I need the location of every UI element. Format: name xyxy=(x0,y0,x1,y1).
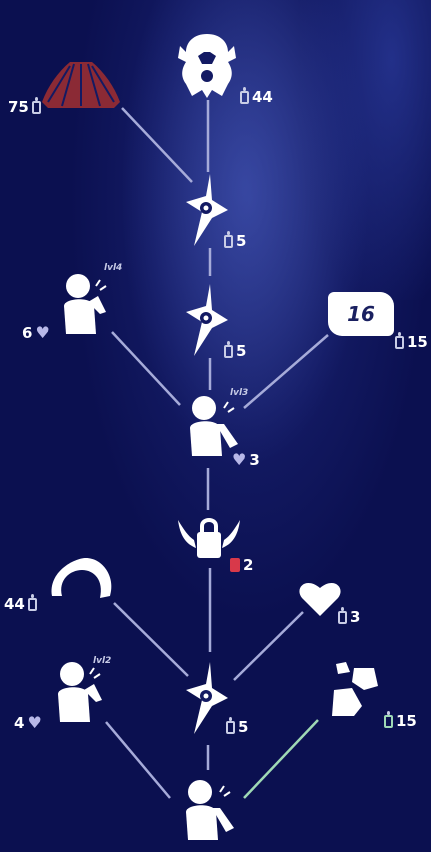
star-2-cost: 5 xyxy=(224,340,246,360)
candle-icon xyxy=(338,606,347,624)
link-emote2-emote xyxy=(105,721,171,799)
prop-rock-cost: 15 xyxy=(384,710,417,730)
star-1-cost: 5 xyxy=(224,230,246,250)
emote-icon[interactable] xyxy=(58,272,110,340)
candle-icon xyxy=(226,716,235,734)
lock-cost: 2 xyxy=(230,556,253,574)
cape-icon[interactable] xyxy=(40,58,122,114)
link-hair-star3 xyxy=(113,602,189,677)
season-candle-icon xyxy=(384,710,393,728)
music-sheet-label: 16 xyxy=(328,292,394,336)
link-heart-star3 xyxy=(233,611,304,681)
link-emote4-emote3 xyxy=(111,331,181,406)
link-cape-star1 xyxy=(121,107,193,183)
emote-lvl3-cost: ♥3 xyxy=(232,450,260,469)
emote-icon[interactable] xyxy=(188,394,240,462)
candle-icon xyxy=(240,86,249,104)
wing-buff-icon[interactable] xyxy=(182,282,232,362)
heart-icon: ♥ xyxy=(27,713,42,732)
candle-icon xyxy=(395,331,404,349)
link-sheet-emote3 xyxy=(243,334,329,409)
winged-lock-icon[interactable] xyxy=(174,512,244,566)
music-sheet-cost: 15 xyxy=(395,331,428,351)
heart-gift-cost: 3 xyxy=(338,606,360,626)
cape-cost: 75 xyxy=(8,96,41,116)
wing-buff-icon[interactable] xyxy=(182,172,232,252)
candle-icon xyxy=(31,96,41,114)
hair-cost: 44 xyxy=(4,593,37,613)
hair-top-cost: 44 xyxy=(240,86,273,106)
emote-icon[interactable] xyxy=(184,778,236,846)
emote-icon[interactable] xyxy=(54,660,106,728)
emote-lvl4-cost: 6♥ xyxy=(22,323,50,342)
link-rock-emote xyxy=(243,719,319,799)
heart-icon: ♥ xyxy=(35,323,50,342)
music-sheet-icon[interactable]: 16 xyxy=(328,292,394,336)
wing-buff-icon[interactable] xyxy=(182,660,232,740)
background-figure xyxy=(300,0,431,300)
prop-rock-icon[interactable] xyxy=(330,660,380,722)
level-label: lvl4 xyxy=(104,263,123,273)
level-label: lvl2 xyxy=(93,656,112,666)
candle-icon xyxy=(224,340,233,358)
emote-lvl2-cost: 4♥ xyxy=(14,713,42,732)
hair-icon[interactable] xyxy=(46,552,116,608)
ticket-icon xyxy=(230,558,240,572)
heart-icon[interactable] xyxy=(298,580,342,622)
star-3-cost: 5 xyxy=(226,716,248,736)
candle-icon xyxy=(27,593,37,611)
level-label: lvl3 xyxy=(230,388,249,398)
candle-icon xyxy=(224,230,233,248)
mask-hair-icon[interactable] xyxy=(172,32,242,104)
heart-icon: ♥ xyxy=(232,450,247,469)
